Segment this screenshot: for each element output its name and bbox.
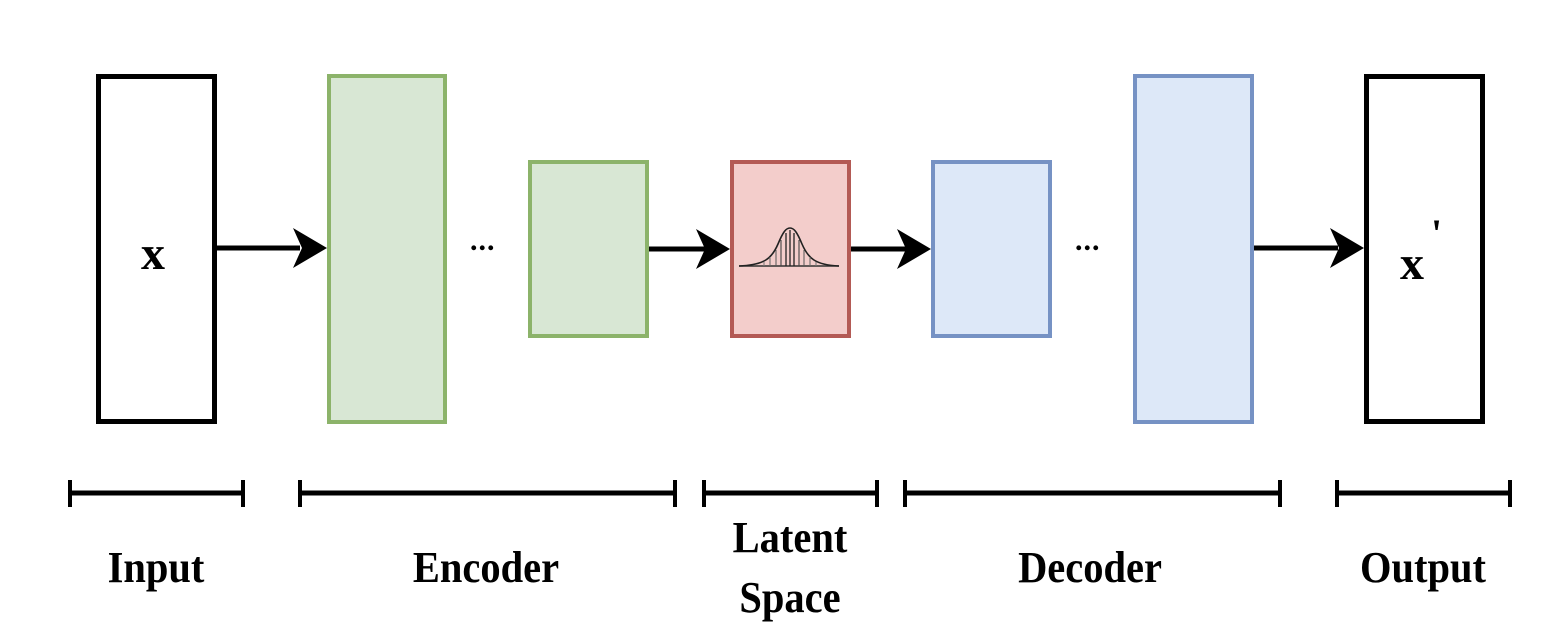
encoder-layer-1 (327, 74, 447, 424)
bracket-input (68, 480, 245, 507)
section-label-input: Input (107, 543, 205, 592)
section-label-output: Output (1359, 543, 1486, 592)
encoder-layer-2 (528, 160, 649, 338)
output-symbol: x (1400, 237, 1424, 290)
output-prime: ' (1431, 211, 1443, 256)
decoder-layer-2 (1133, 74, 1254, 424)
section-label-latent-line2: Space (739, 573, 841, 622)
section-label-decoder: Decoder (1018, 543, 1162, 592)
decoder-ellipsis: ... (1075, 224, 1101, 257)
encoder-ellipsis: ... (470, 224, 496, 257)
input-symbol: x (141, 227, 165, 280)
bracket-decoder (903, 480, 1282, 507)
input-block (96, 74, 217, 424)
arrow-encoder-to-latent (649, 229, 730, 269)
latent-space-block (730, 160, 851, 338)
section-label-latent-line1: Latent (732, 513, 848, 562)
arrow-latent-to-decoder (851, 229, 931, 269)
section-label-encoder: Encoder (412, 543, 560, 592)
arrow-input-to-encoder (217, 228, 327, 268)
bracket-output (1335, 480, 1512, 507)
output-block (1364, 74, 1485, 424)
arrow-decoder-to-output (1254, 228, 1364, 268)
bracket-latent (702, 480, 879, 507)
decoder-layer-1 (931, 160, 1052, 338)
bracket-encoder (298, 480, 677, 507)
